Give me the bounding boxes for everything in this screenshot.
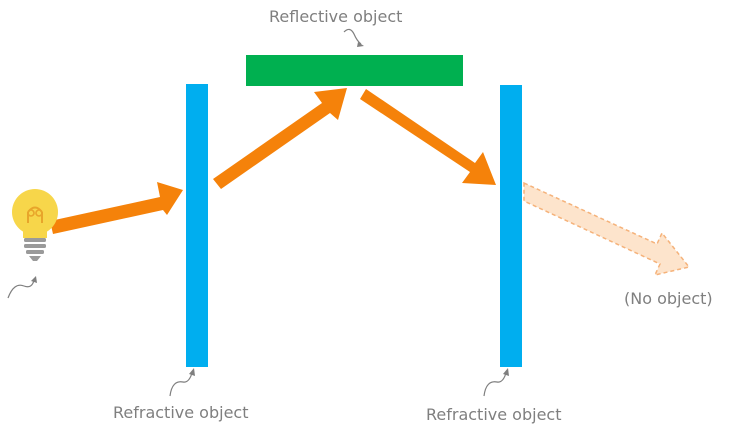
- callout-refractive-right: [483, 368, 509, 397]
- refractive-object-right: [500, 85, 522, 367]
- refractive-object-left-label: Refractive object: [113, 403, 249, 422]
- ray-arrow-to-reflective: [213, 88, 347, 189]
- ray-arrow-incident: [50, 182, 183, 234]
- refractive-object-right-label: Refractive object: [426, 405, 562, 424]
- reflective-object: [246, 55, 463, 86]
- callout-bulb: [7, 276, 37, 299]
- reflective-object-label: Reflective object: [269, 7, 403, 26]
- callout-reflective: [343, 28, 364, 47]
- refractive-object-left: [186, 84, 208, 367]
- light-bulb-icon: [12, 189, 58, 261]
- callout-refractive-left: [169, 368, 195, 397]
- ray-arrow-exit-faded: [523, 181, 691, 277]
- no-object-label: (No object): [624, 289, 713, 308]
- ray-arrow-reflected: [360, 89, 496, 185]
